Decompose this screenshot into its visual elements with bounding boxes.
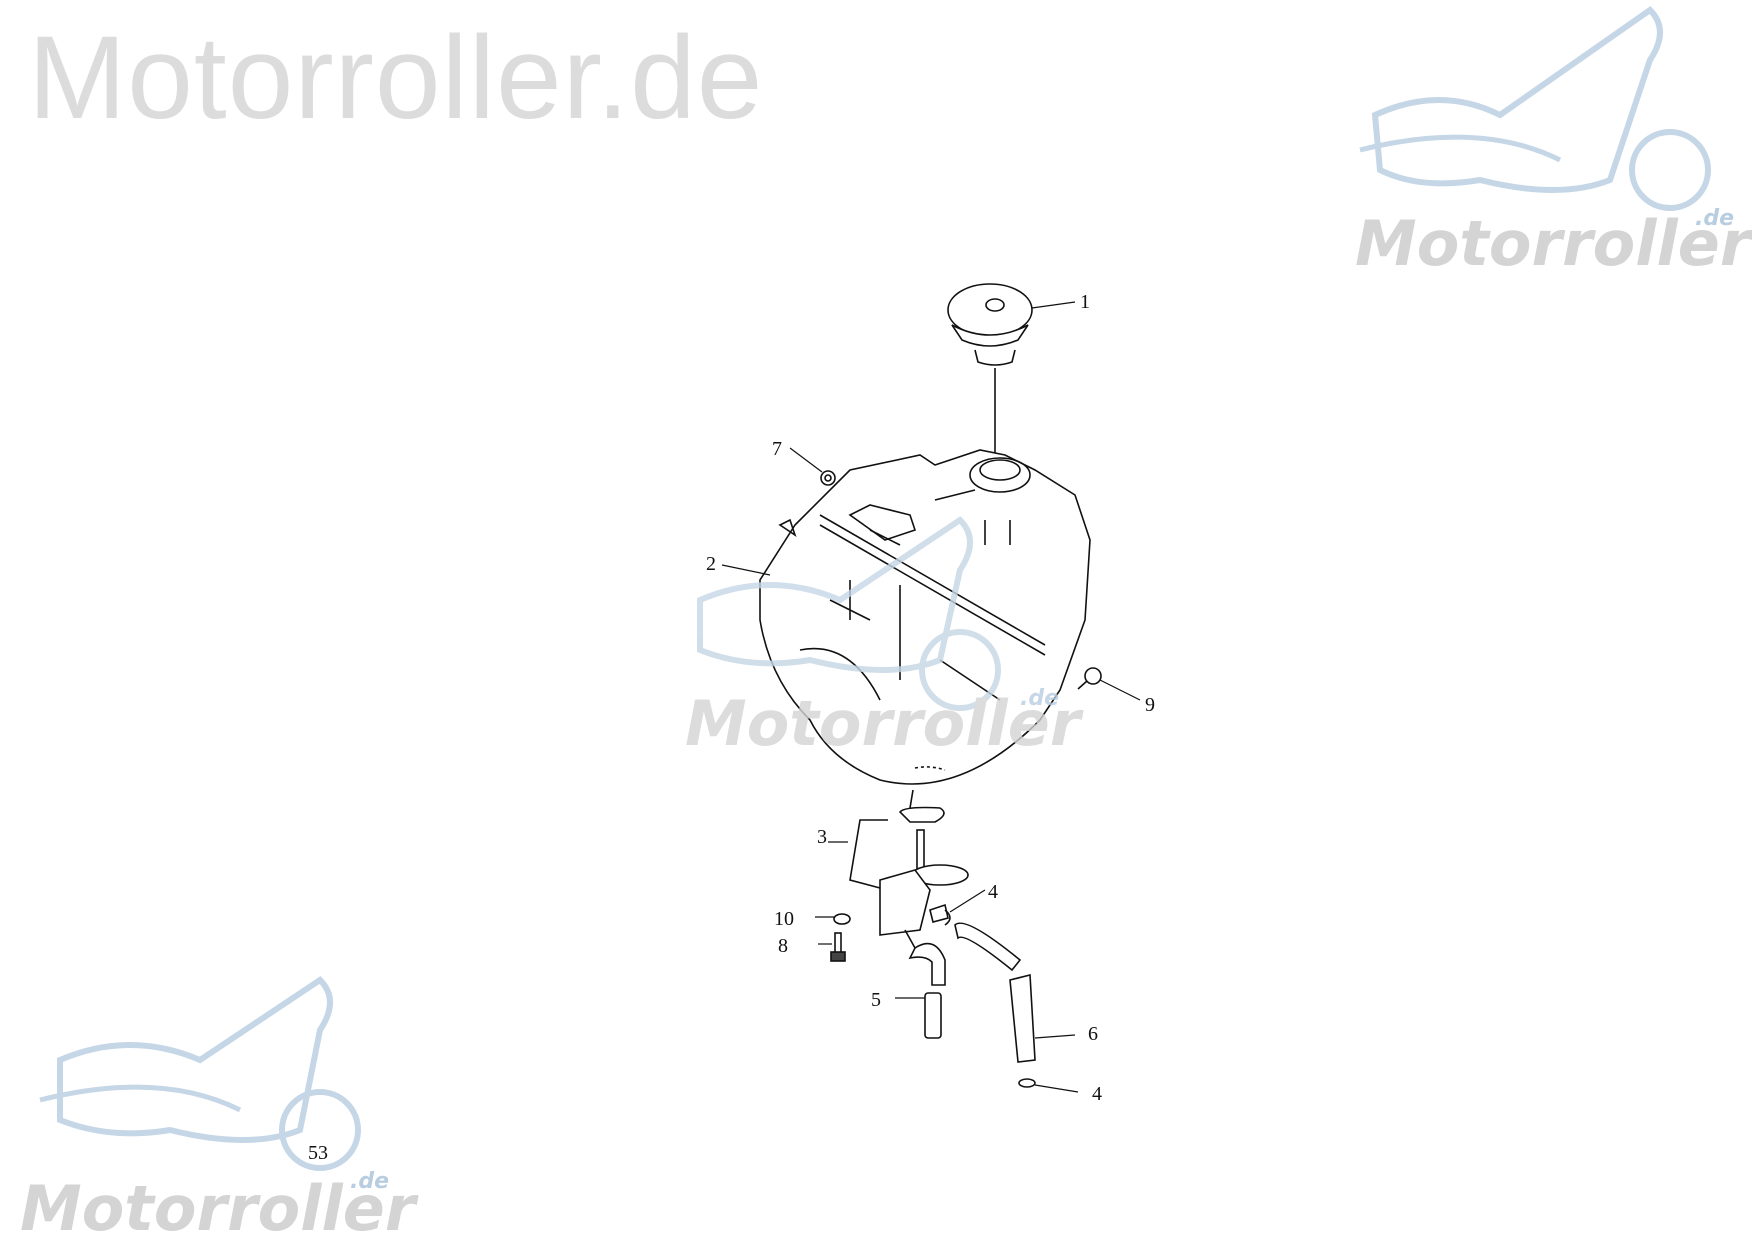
watermark-title: Motorroller.de xyxy=(28,12,764,144)
logo-suffix: .de xyxy=(1695,206,1734,231)
callout-4b: 4 xyxy=(1092,1083,1102,1105)
logo-text: Motorroller xyxy=(20,1172,419,1245)
logo-text: Motorroller xyxy=(1355,207,1752,280)
fuel-hose-long-top xyxy=(954,922,1022,972)
logo-center: Motorroller .de xyxy=(685,516,1084,760)
callout-5: 5 xyxy=(871,989,881,1011)
callout-1: 1 xyxy=(1080,291,1090,313)
callout-4: 4 xyxy=(988,881,998,903)
fuel-tank xyxy=(759,449,1091,785)
callout-9: 9 xyxy=(1145,694,1155,716)
fuel-hose-short xyxy=(924,992,942,1039)
callout-7: 7 xyxy=(772,438,782,460)
bolt-tank xyxy=(1077,667,1102,690)
callout-6: 6 xyxy=(1088,1023,1098,1045)
logo-text: Motorroller xyxy=(685,687,1084,760)
hose-clip xyxy=(1018,1078,1036,1088)
callout-8: 8 xyxy=(778,935,788,957)
callout-2: 2 xyxy=(706,553,716,575)
hose-clip xyxy=(944,909,951,926)
logo-top-right: Motorroller .de xyxy=(1355,6,1752,280)
logo-suffix: .de xyxy=(350,1169,389,1194)
logo-bottom-left: Motorroller .de xyxy=(20,976,419,1245)
callout-3: 3 xyxy=(817,826,827,848)
fuel-hose-long xyxy=(1009,973,1036,1063)
washer xyxy=(833,913,851,925)
fuel-cap xyxy=(947,283,1033,366)
logo-suffix: .de xyxy=(1020,686,1059,711)
callout-10: 10 xyxy=(774,908,794,930)
bolt xyxy=(830,932,846,962)
nut xyxy=(820,470,836,486)
leader-lines xyxy=(721,301,1141,1093)
fuel-hose-short-bend xyxy=(908,942,946,986)
page-number: 53 xyxy=(308,1142,328,1164)
fuel-cock-assembly xyxy=(849,789,969,949)
callout-labels: 1 7 2 9 3 4 10 8 5 6 4 53 xyxy=(308,291,1155,1164)
